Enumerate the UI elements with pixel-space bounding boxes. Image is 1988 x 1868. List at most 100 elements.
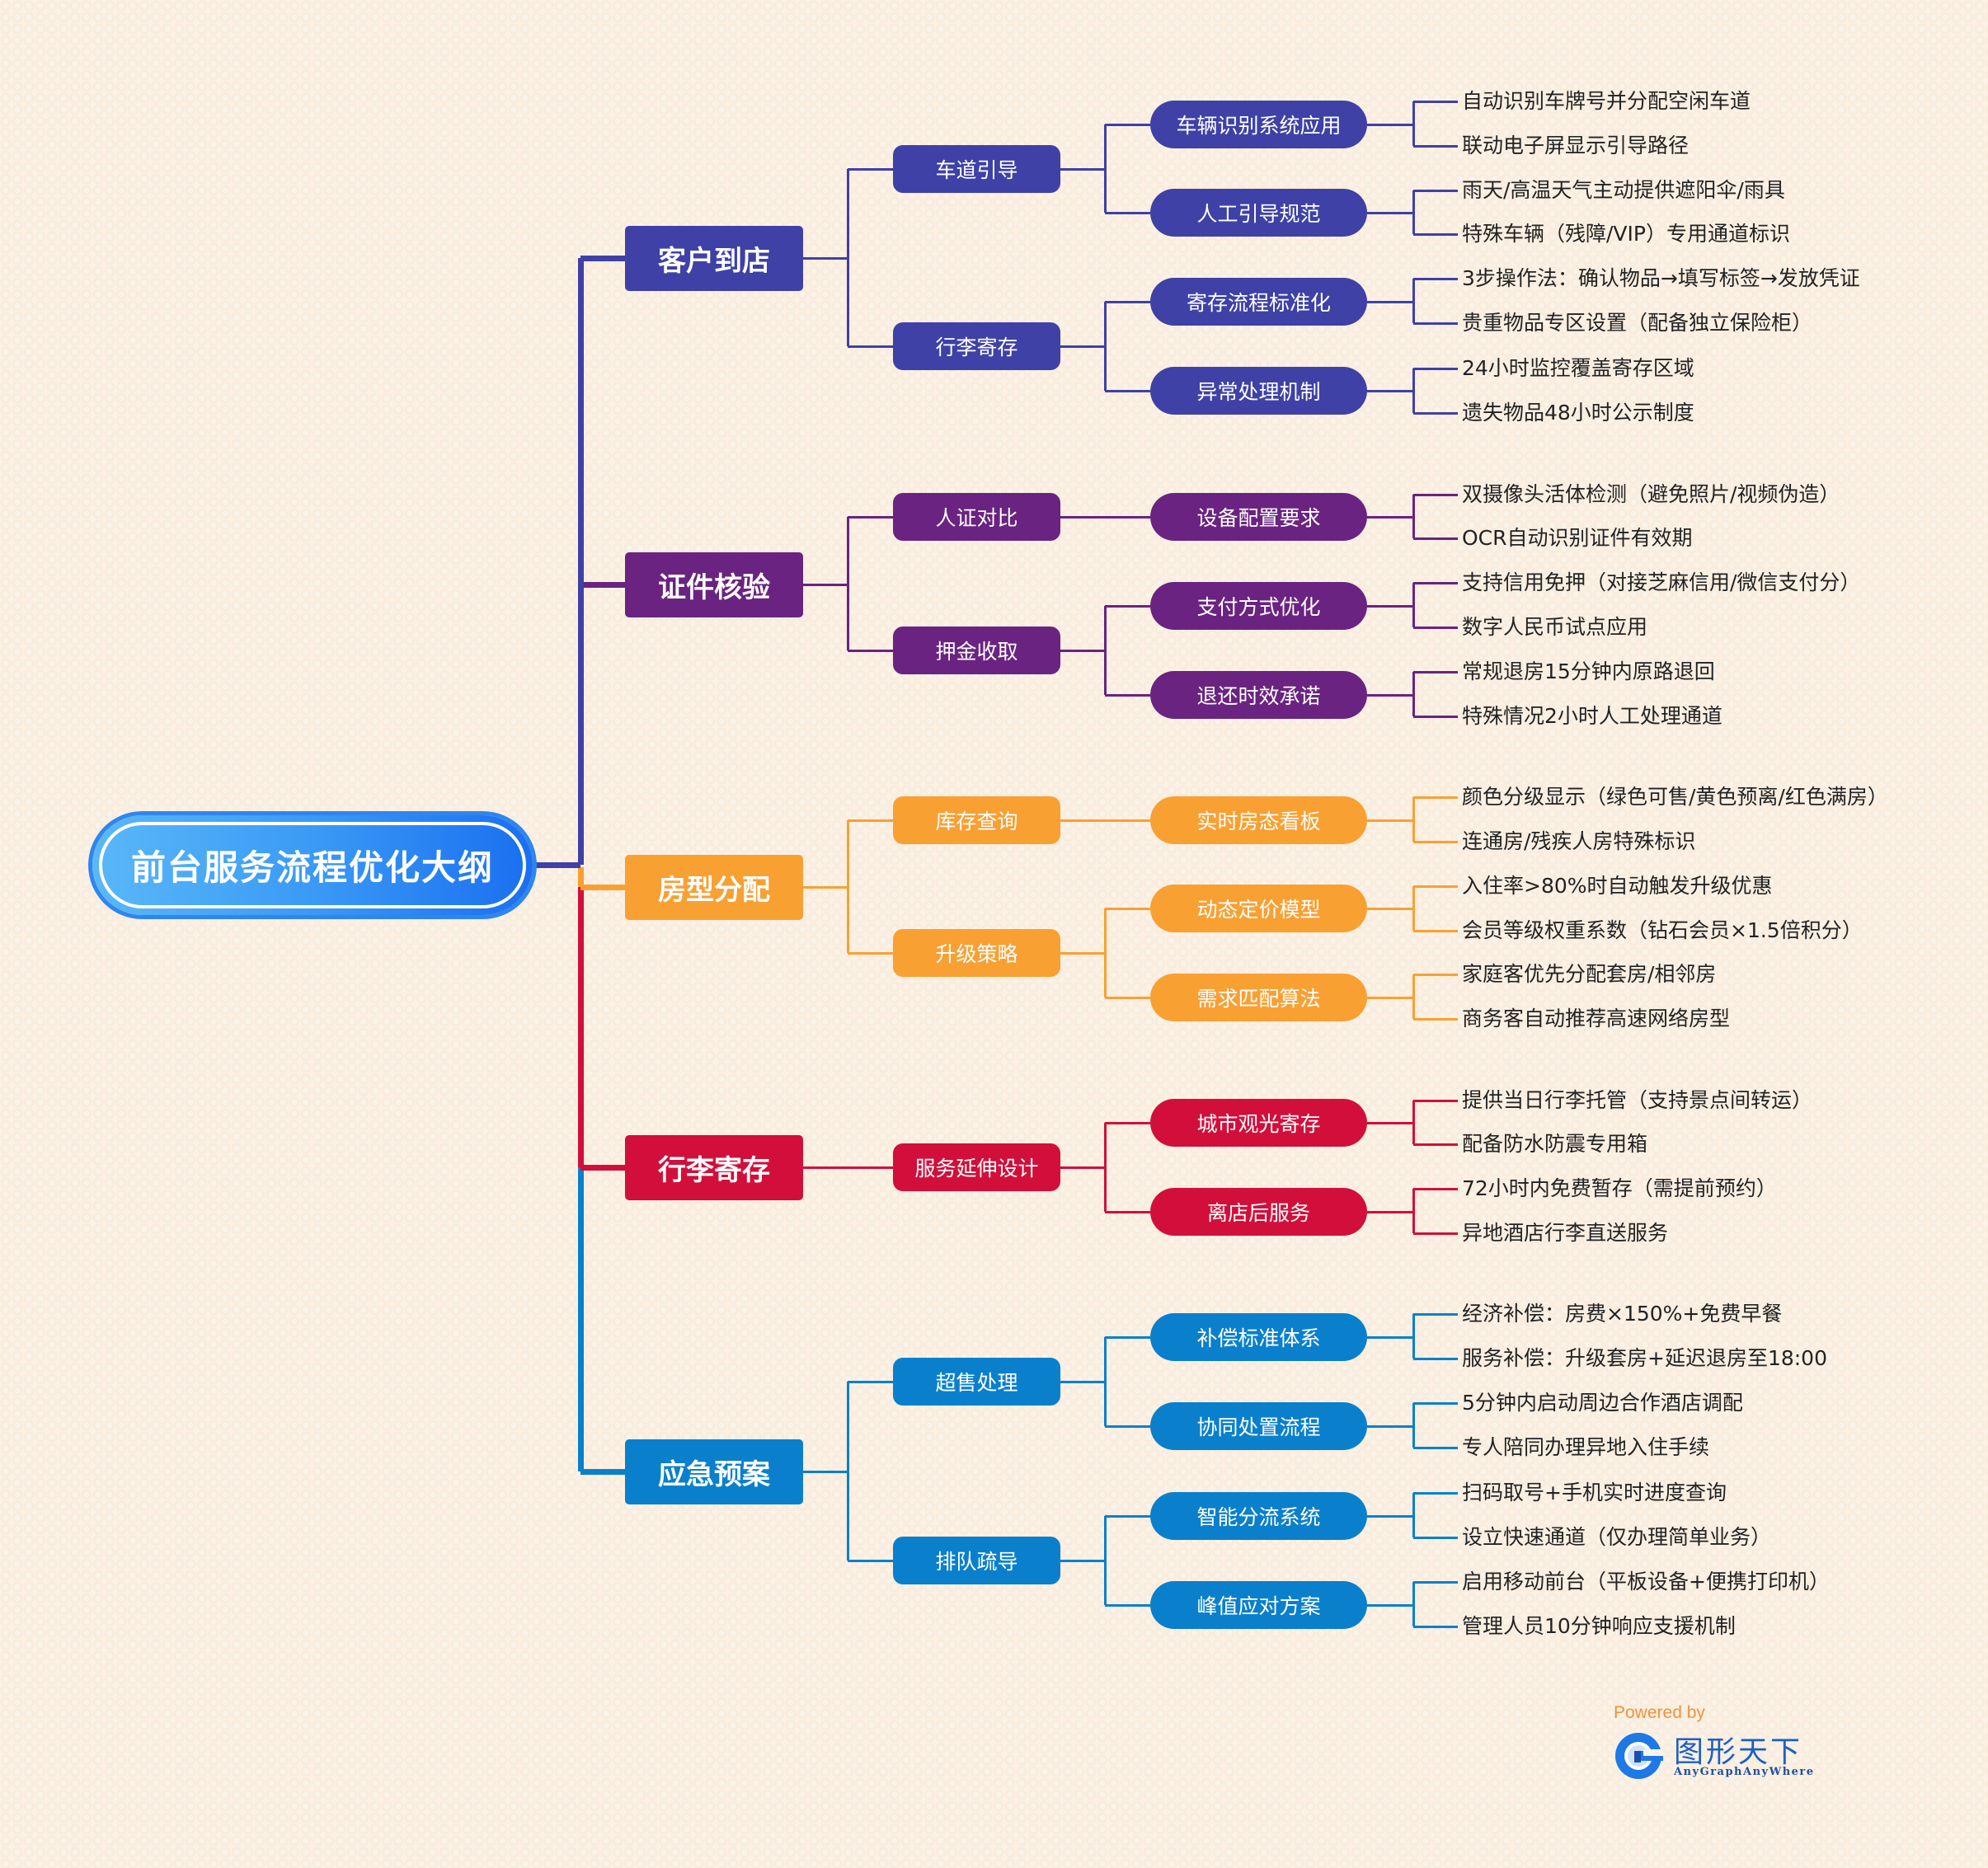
topic-node[interactable]: 房型分配: [625, 854, 803, 920]
leaf-connector-spine: [1412, 672, 1415, 716]
leaf-text[interactable]: 24小时监控覆盖寄存区域: [1462, 356, 1694, 380]
detail-node[interactable]: 设备配置要求: [1150, 493, 1367, 541]
leaf-connector-arm: [1413, 1312, 1458, 1316]
leaf-text[interactable]: 3步操作法：确认物品→填写标签→发放凭证: [1462, 266, 1860, 290]
detail-connector-stem: [1060, 1559, 1105, 1562]
anygraph-logo-icon: [1615, 1733, 1663, 1779]
leaf-text[interactable]: 双摄像头活体检测（避免照片/视频伪造）: [1462, 482, 1840, 506]
leaf-text[interactable]: 专人陪同办理异地入住手续: [1462, 1435, 1710, 1459]
leaf-text[interactable]: 会员等级权重系数（钻石会员×1.5倍积分）: [1462, 918, 1863, 942]
detail-node[interactable]: 智能分流系统: [1150, 1492, 1367, 1540]
leaf-text[interactable]: 商务客自动推荐高速网络房型: [1462, 1007, 1731, 1030]
detail-node[interactable]: 车辆识别系统应用: [1150, 101, 1367, 148]
detail-node[interactable]: 退还时效承诺: [1150, 671, 1367, 719]
leaf-text[interactable]: 特殊情况2小时人工处理通道: [1462, 704, 1722, 728]
leaf-text[interactable]: 常规退房15分钟内原路退回: [1462, 659, 1715, 683]
subtopic-node[interactable]: 超售处理: [893, 1358, 1060, 1406]
topic-node[interactable]: 行李寄存: [625, 1134, 803, 1200]
subtopic-label: 库存查询: [935, 810, 1018, 833]
topic-node[interactable]: 应急预案: [625, 1439, 803, 1504]
brand-name-cn: 图形天下: [1674, 1735, 1803, 1769]
leaf-connector-spine: [1412, 1189, 1415, 1233]
root-node-label: 前台服务流程优化大纲: [130, 847, 494, 888]
subtopic-node[interactable]: 人证对比: [893, 493, 1060, 541]
leaf-text[interactable]: 设立快速通道（仅办理简单业务）: [1462, 1525, 1772, 1549]
leaf-connector-arm: [1413, 670, 1458, 674]
trunk-segment: [577, 258, 584, 865]
detail-connector-arm: [1105, 123, 1150, 126]
trunk-segment: [577, 887, 584, 1167]
leaf-text[interactable]: 启用移动前台（平板设备+便携打印机）: [1462, 1570, 1830, 1593]
leaf-text[interactable]: 连通房/残疾人房特殊标识: [1462, 829, 1696, 853]
leaf-text[interactable]: OCR自动识别证件有效期: [1462, 526, 1693, 550]
detail-node[interactable]: 协同处置流程: [1150, 1402, 1367, 1450]
subtopic-label: 升级策略: [935, 942, 1018, 966]
leaf-connector-spine: [1412, 583, 1415, 627]
leaf-text[interactable]: 数字人民币试点应用: [1462, 615, 1648, 639]
leaf-connector-arm: [1413, 367, 1458, 370]
topic-node[interactable]: 证件核验: [625, 551, 803, 617]
leaf-text[interactable]: 经济补偿：房费×150%+免费早餐: [1462, 1302, 1783, 1326]
leaf-connector-stem: [1367, 1335, 1413, 1339]
leaf-text[interactable]: 特殊车辆（残障/VIP）专用通道标识: [1462, 222, 1790, 246]
leaf-text[interactable]: 入住率>80%时自动触发升级优惠: [1462, 874, 1773, 898]
subtopic-node[interactable]: 押金收取: [893, 627, 1060, 674]
leaf-connector-spine: [1412, 279, 1415, 323]
detail-connector-stem: [1060, 819, 1105, 822]
leaf-text[interactable]: 服务补偿：升级套房+延迟退房至18:00: [1462, 1346, 1827, 1370]
detail-node[interactable]: 支付方式优化: [1150, 582, 1367, 630]
subtopic-connector-stem: [803, 885, 848, 889]
leaf-connector-spine: [1412, 1582, 1415, 1626]
leaf-text[interactable]: 雨天/高温天气主动提供遮阳伞/雨具: [1462, 178, 1785, 202]
detail-node[interactable]: 动态定价模型: [1150, 885, 1367, 932]
leaf-connector-arm: [1413, 796, 1458, 799]
detail-connector-stem: [1060, 1166, 1105, 1169]
subtopic-node[interactable]: 车道引导: [893, 145, 1060, 193]
detail-connector-arm: [1105, 515, 1150, 519]
leaf-text[interactable]: 5分钟内启动周边合作酒店调配: [1462, 1391, 1743, 1415]
detail-node[interactable]: 寄存流程标准化: [1150, 278, 1367, 326]
leaf-text[interactable]: 管理人员10分钟响应支援机制: [1462, 1614, 1736, 1638]
detail-connector-arm: [1105, 389, 1150, 392]
branch-connector: [580, 884, 625, 890]
leaf-text[interactable]: 提供当日行李托管（支持景点间转运）: [1462, 1088, 1813, 1112]
leaf-text[interactable]: 自动识别车牌号并分配空闲车道: [1462, 89, 1751, 113]
subtopic-connector-spine: [846, 169, 849, 346]
detail-connector-arm: [1105, 211, 1150, 214]
leaf-text[interactable]: 遗失物品48小时公示制度: [1462, 401, 1694, 425]
subtopic-connector-arm: [848, 1559, 893, 1562]
leaf-connector-arm: [1413, 840, 1458, 843]
detail-connector-arm: [1105, 1603, 1150, 1607]
leaf-text[interactable]: 贵重物品专区设置（配备独立保险柜）: [1462, 311, 1813, 335]
subtopic-node[interactable]: 库存查询: [893, 796, 1060, 844]
detail-node[interactable]: 异常处理机制: [1150, 367, 1367, 415]
leaf-text[interactable]: 异地酒店行李直送服务: [1462, 1221, 1669, 1245]
subtopic-connector-arm: [848, 167, 893, 171]
detail-node[interactable]: 补偿标准体系: [1150, 1313, 1367, 1361]
leaf-connector-spine: [1412, 1101, 1415, 1144]
leaf-text[interactable]: 联动电子屏显示引导路径: [1462, 134, 1690, 157]
leaf-text[interactable]: 家庭客优先分配套房/相邻房: [1462, 962, 1717, 986]
root-node[interactable]: 前台服务流程优化大纲: [92, 815, 533, 915]
detail-node[interactable]: 城市观光寄存: [1150, 1099, 1367, 1147]
subtopic-node[interactable]: 服务延伸设计: [893, 1143, 1060, 1191]
leaf-connector-stem: [1367, 907, 1413, 910]
detail-connector-spine: [1103, 1516, 1107, 1605]
detail-node[interactable]: 实时房态看板: [1150, 796, 1367, 844]
leaf-text[interactable]: 颜色分级显示（绿色可售/黄色预离/红色满房）: [1462, 785, 1888, 809]
detail-node[interactable]: 峰值应对方案: [1150, 1581, 1367, 1629]
subtopic-node[interactable]: 升级策略: [893, 929, 1060, 977]
detail-label: 异常处理机制: [1196, 380, 1321, 404]
branch-connector: [580, 255, 625, 261]
leaf-text[interactable]: 72小时内免费暂存（需提前预约）: [1462, 1176, 1777, 1200]
topic-node[interactable]: 客户到店: [625, 225, 803, 291]
subtopic-node[interactable]: 行李寄存: [893, 322, 1060, 370]
trunk-segment: [577, 867, 584, 887]
leaf-text[interactable]: 扫码取号+手机实时进度查询: [1462, 1481, 1727, 1504]
detail-node[interactable]: 需求匹配算法: [1150, 974, 1367, 1021]
leaf-text[interactable]: 配备防水防震专用箱: [1462, 1132, 1648, 1156]
detail-node[interactable]: 人工引导规范: [1150, 189, 1367, 237]
leaf-text[interactable]: 支持信用免押（对接芝麻信用/微信支付分）: [1462, 570, 1861, 594]
detail-node[interactable]: 离店后服务: [1150, 1188, 1367, 1236]
subtopic-node[interactable]: 排队疏导: [893, 1537, 1060, 1584]
